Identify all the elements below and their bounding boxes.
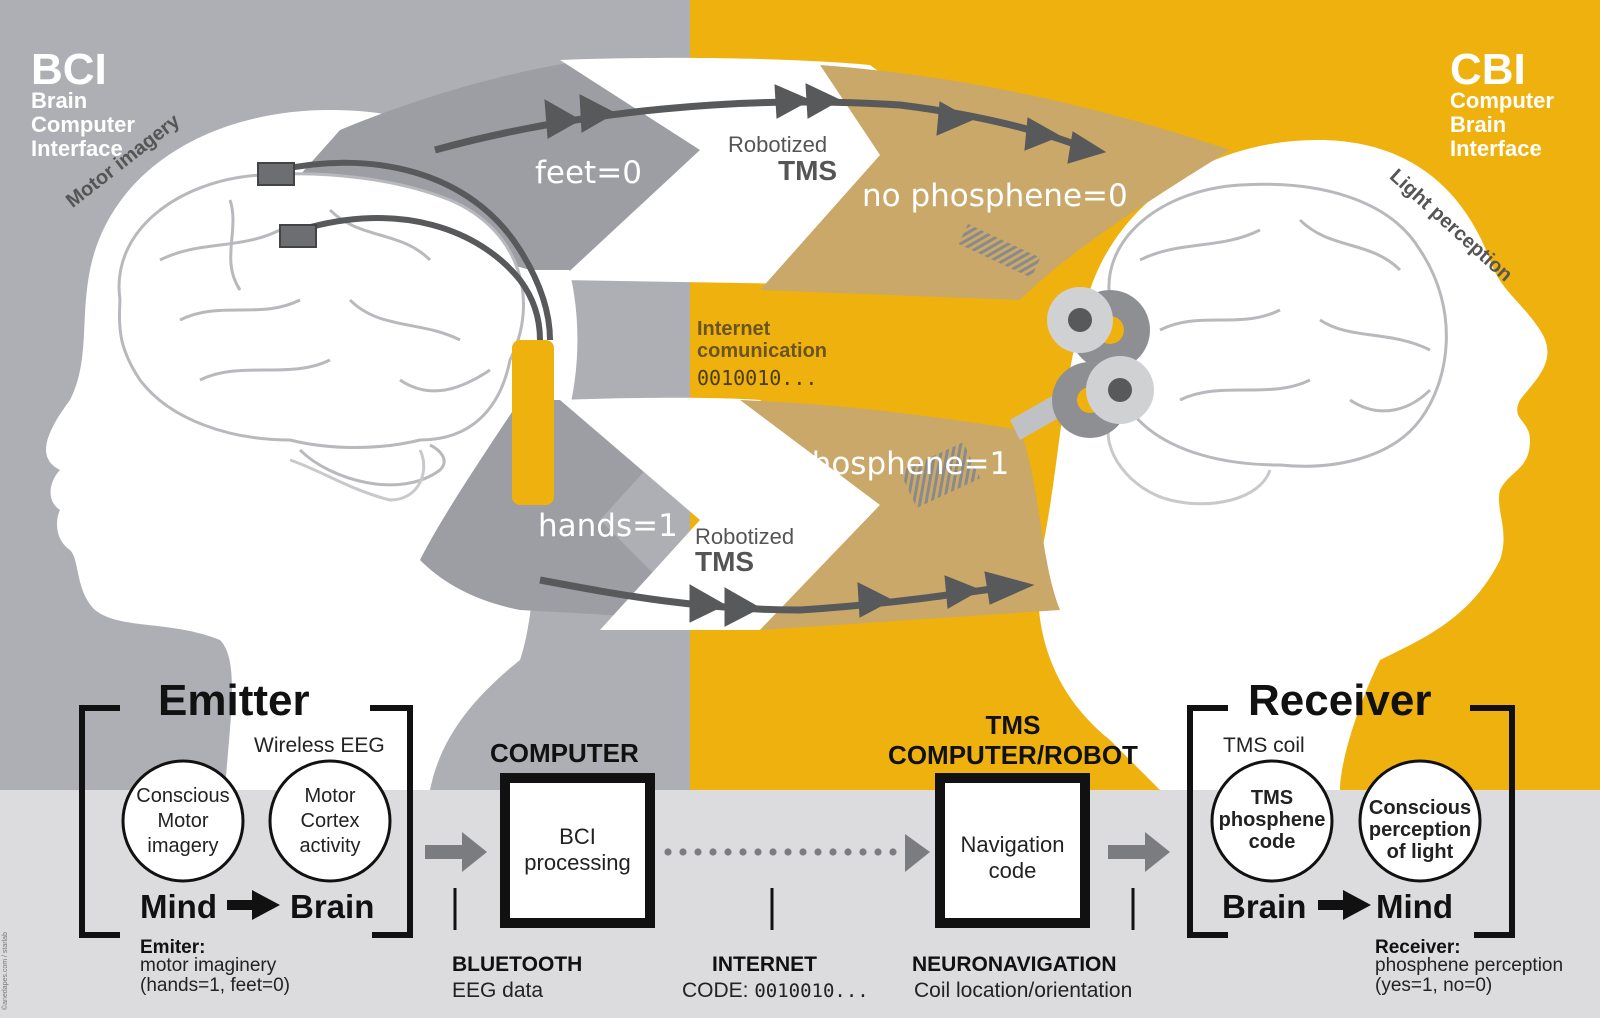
- bci-subtitle-3: Interface: [31, 136, 123, 161]
- receiver-caption-head: Receiver:: [1375, 937, 1461, 958]
- motor-cortex-activity-text: Motor Cortex activity: [270, 784, 390, 859]
- receiver-caption-2: (yes=1, no=0): [1375, 975, 1493, 996]
- cbi-title: CBI: [1450, 45, 1526, 94]
- emitter-caption-2: (hands=1, feet=0): [140, 975, 290, 996]
- lower-band-white: [560, 397, 880, 630]
- computer-box: [500, 773, 655, 928]
- wireless-eeg-unit-icon: [512, 340, 554, 505]
- computer-title: COMPUTER: [490, 738, 639, 768]
- box-line: code: [988, 858, 1037, 883]
- circle-line: Motor: [157, 810, 209, 832]
- conscious-motor-imagery-text: Conscious Motor imagery: [123, 784, 243, 859]
- neuronavigation-sub-label: Coil location/orientation: [914, 979, 1133, 1002]
- circle-line: TMS: [1250, 787, 1294, 809]
- cbi-subtitle-3: Interface: [1450, 136, 1542, 161]
- credit-label: ©anedapes.com / starlab: [2, 932, 9, 1010]
- connector-arrow-neuronavigation: [1108, 832, 1170, 872]
- tms-bottom-label: TMS: [695, 546, 755, 577]
- eeg-electrode-icon: [279, 224, 317, 248]
- receiver-mind-label: Mind: [1376, 888, 1453, 925]
- bci-subtitle-2: Computer: [31, 112, 135, 137]
- emitter-bracket: [79, 705, 413, 938]
- receiver-brain: [1106, 182, 1448, 506]
- bottom-tick-marks: [453, 888, 1135, 930]
- feet-label: feet=0: [535, 155, 642, 191]
- emitter-caption-1: motor imaginery: [140, 955, 277, 976]
- connector-dotted-internet: [664, 834, 930, 872]
- circle-line: perception: [1368, 819, 1472, 841]
- circle-line: activity: [299, 835, 361, 857]
- bluetooth-label: BLUETOOTH: [452, 953, 583, 976]
- receiver-caption-1: phosphene perception: [1375, 955, 1564, 976]
- circle-line: Motor: [304, 785, 356, 807]
- binary-code-label: 0010010...: [697, 366, 818, 390]
- circle-line: Conscious: [136, 785, 230, 807]
- circle-line: Cortex: [300, 810, 360, 832]
- tms-phosphene-code-text: TMS phosphene code: [1212, 787, 1332, 853]
- code-prefix: CODE:: [682, 979, 749, 1002]
- phosphene-label: phosphene=1: [792, 446, 1010, 482]
- brain-to-mind-arrow-icon: [1318, 890, 1371, 920]
- tms-robot-box: [935, 773, 1090, 928]
- circle-line: phosphene: [1218, 809, 1326, 831]
- internet-bottom-label: INTERNET: [712, 953, 817, 976]
- upper-band-gold: [760, 65, 1230, 300]
- neuronavigation-label: NEURONAVIGATION: [912, 953, 1117, 976]
- lower-signal-arrow: [539, 571, 1035, 627]
- internet-label-2: comunication: [697, 340, 828, 362]
- tms-hatch-icon: [899, 442, 981, 508]
- tms-robot-title: TMS COMPUTER/ROBOT: [868, 710, 1158, 770]
- code-value: 0010010...: [754, 980, 869, 1002]
- internet-code-label: CODE: 0010010...: [682, 979, 869, 1003]
- circle-line: imagery: [147, 835, 219, 857]
- tms-hatch-icon: [958, 224, 1041, 278]
- receiver-brain-label: Brain: [1222, 888, 1307, 925]
- hands-label: hands=1: [538, 508, 678, 544]
- tms-coil-label: TMS coil: [1223, 734, 1305, 757]
- eeg-electrode-icon: [257, 162, 295, 186]
- no-phosphene-label: no phosphene=0: [862, 178, 1128, 214]
- motor-cortex-circle: [268, 759, 392, 883]
- bluetooth-sub-label: EEG data: [452, 979, 544, 1002]
- title-line: TMS: [985, 710, 1041, 740]
- emitter-caption-head: Emiter:: [140, 937, 206, 958]
- connector-arrow-bluetooth: [425, 832, 487, 872]
- conscious-motor-imagery-circle: [121, 759, 245, 883]
- robotized-bottom-label: Robotized: [695, 524, 795, 549]
- circle-line: code: [1248, 831, 1296, 853]
- tms-coil-icon: [1010, 287, 1154, 440]
- emitter-mind-label: Mind: [140, 888, 217, 925]
- bci-subtitle-1: Brain: [31, 88, 88, 113]
- tms-phosphene-code-circle: [1210, 759, 1334, 883]
- wireless-eeg-label: Wireless EEG: [254, 734, 385, 757]
- emitter-brain-label: Brain: [290, 888, 375, 925]
- computer-box-text: BCI processing: [510, 824, 645, 876]
- lower-band-gold: [740, 400, 1060, 630]
- internet-label-1: Internet: [697, 318, 771, 340]
- upper-signal-arrow: [434, 83, 1107, 164]
- box-line: BCI: [559, 824, 596, 849]
- title-line: COMPUTER/ROBOT: [888, 740, 1138, 770]
- circle-line: Conscious: [1368, 797, 1472, 819]
- conscious-perception-circle: [1358, 759, 1482, 883]
- tms-top-label: TMS: [778, 155, 838, 186]
- box-line: processing: [524, 850, 631, 875]
- receiver-bracket: [1187, 705, 1515, 938]
- conscious-perception-text: Conscious perception of light: [1360, 797, 1480, 863]
- receiver-title: Receiver: [1248, 676, 1432, 725]
- mind-to-brain-arrow-icon: [227, 890, 280, 920]
- cbi-subtitle-1: Computer: [1450, 88, 1554, 113]
- tms-robot-box-text: Navigation code: [945, 832, 1080, 884]
- robotized-top-label: Robotized: [728, 132, 828, 157]
- circle-line: of light: [1386, 841, 1454, 863]
- bci-title: BCI: [31, 45, 107, 94]
- emitter-title: Emitter: [158, 676, 310, 725]
- box-line: Navigation: [960, 832, 1065, 857]
- cbi-subtitle-2: Brain: [1450, 112, 1507, 137]
